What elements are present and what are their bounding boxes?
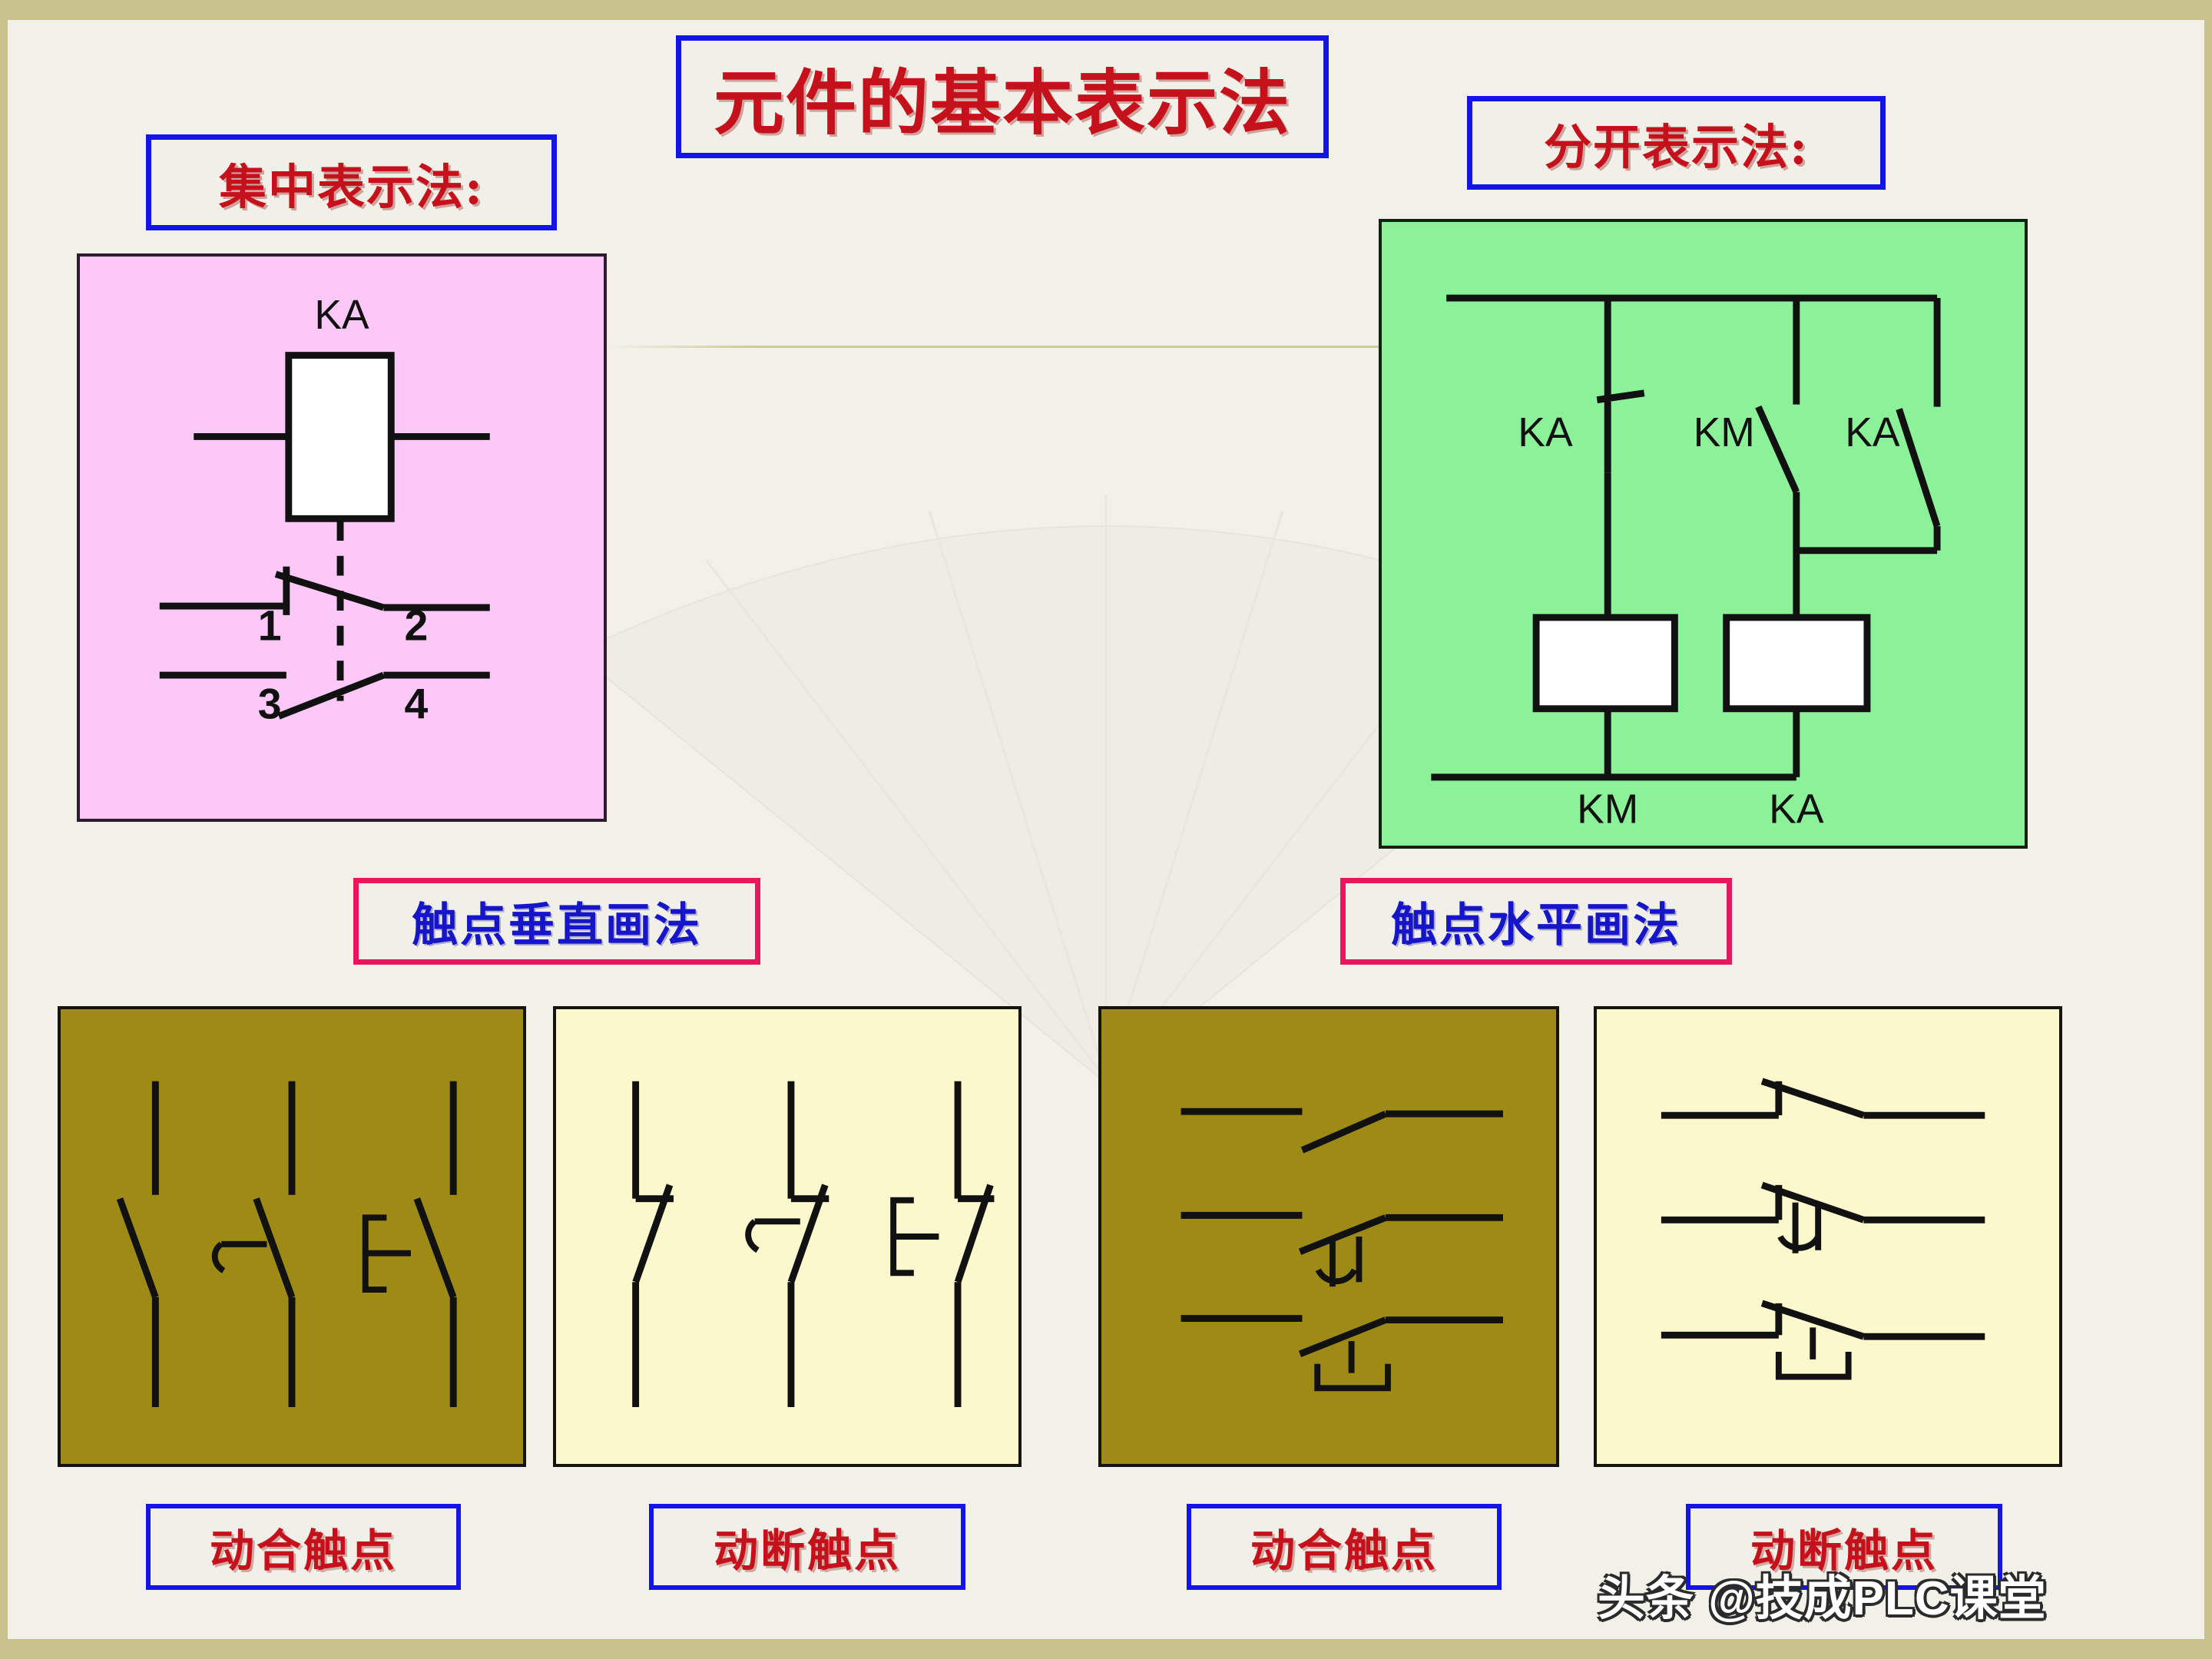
diagram-panel-vertical-nc-contact bbox=[553, 1006, 1022, 1467]
vertical-nc-symbols bbox=[632, 1081, 995, 1407]
coil-label-km: KM bbox=[1577, 786, 1638, 832]
label-horizontal-contact-drawing: 触点水平画法 bbox=[1340, 878, 1732, 965]
contact-label-ka-left: KA bbox=[1518, 410, 1573, 455]
caption-vertical-nc-contact: 动断触点 bbox=[649, 1504, 965, 1590]
terminal-label-1: 1 bbox=[258, 602, 282, 650]
caption-vertical-no-contact: 动合触点 bbox=[146, 1504, 461, 1590]
diagram-panel-horizontal-no-contact bbox=[1098, 1006, 1559, 1467]
diagram-panel-vertical-no-contact bbox=[58, 1006, 526, 1467]
separated-schematic: KA KM KA KM KA bbox=[1431, 294, 1941, 832]
device-label-ka: KA bbox=[314, 293, 369, 338]
contact-label-km: KM bbox=[1694, 410, 1755, 455]
coil-km bbox=[1532, 614, 1678, 713]
terminal-label-2: 2 bbox=[404, 602, 428, 650]
source-watermark: 头条 @技成PLC课堂 bbox=[1598, 1572, 2047, 1625]
horizontal-no-symbols bbox=[1181, 1108, 1503, 1392]
diagram-panel-separated: KA KM KA KM KA bbox=[1379, 219, 2028, 849]
heading-separated-method: 分开表示法: bbox=[1467, 96, 1886, 190]
coil-ka bbox=[1723, 614, 1871, 713]
decorative-hairline bbox=[607, 346, 1836, 348]
page-title: 元件的基本表示法 bbox=[676, 35, 1329, 158]
terminal-label-3: 3 bbox=[258, 680, 282, 727]
terminal-label-4: 4 bbox=[404, 680, 428, 727]
caption-horizontal-no-contact: 动合触点 bbox=[1187, 1504, 1502, 1590]
horizontal-nc-symbols bbox=[1661, 1078, 1985, 1380]
contact-label-ka-right: KA bbox=[1845, 410, 1900, 455]
caption-horizontal-nc-contact: 动断触点 bbox=[1686, 1504, 2002, 1590]
diagram-panel-horizontal-nc-contact bbox=[1594, 1006, 2062, 1467]
coil-label-ka: KA bbox=[1769, 786, 1824, 832]
vertical-no-symbols bbox=[116, 1081, 457, 1407]
diagram-panel-concentrated: KA 1 2 3 4 bbox=[77, 253, 607, 822]
heading-concentrated-method: 集中表示法: bbox=[146, 134, 557, 230]
label-vertical-contact-drawing: 触点垂直画法 bbox=[353, 878, 760, 965]
concentrated-schematic: KA 1 2 3 4 bbox=[159, 293, 490, 727]
